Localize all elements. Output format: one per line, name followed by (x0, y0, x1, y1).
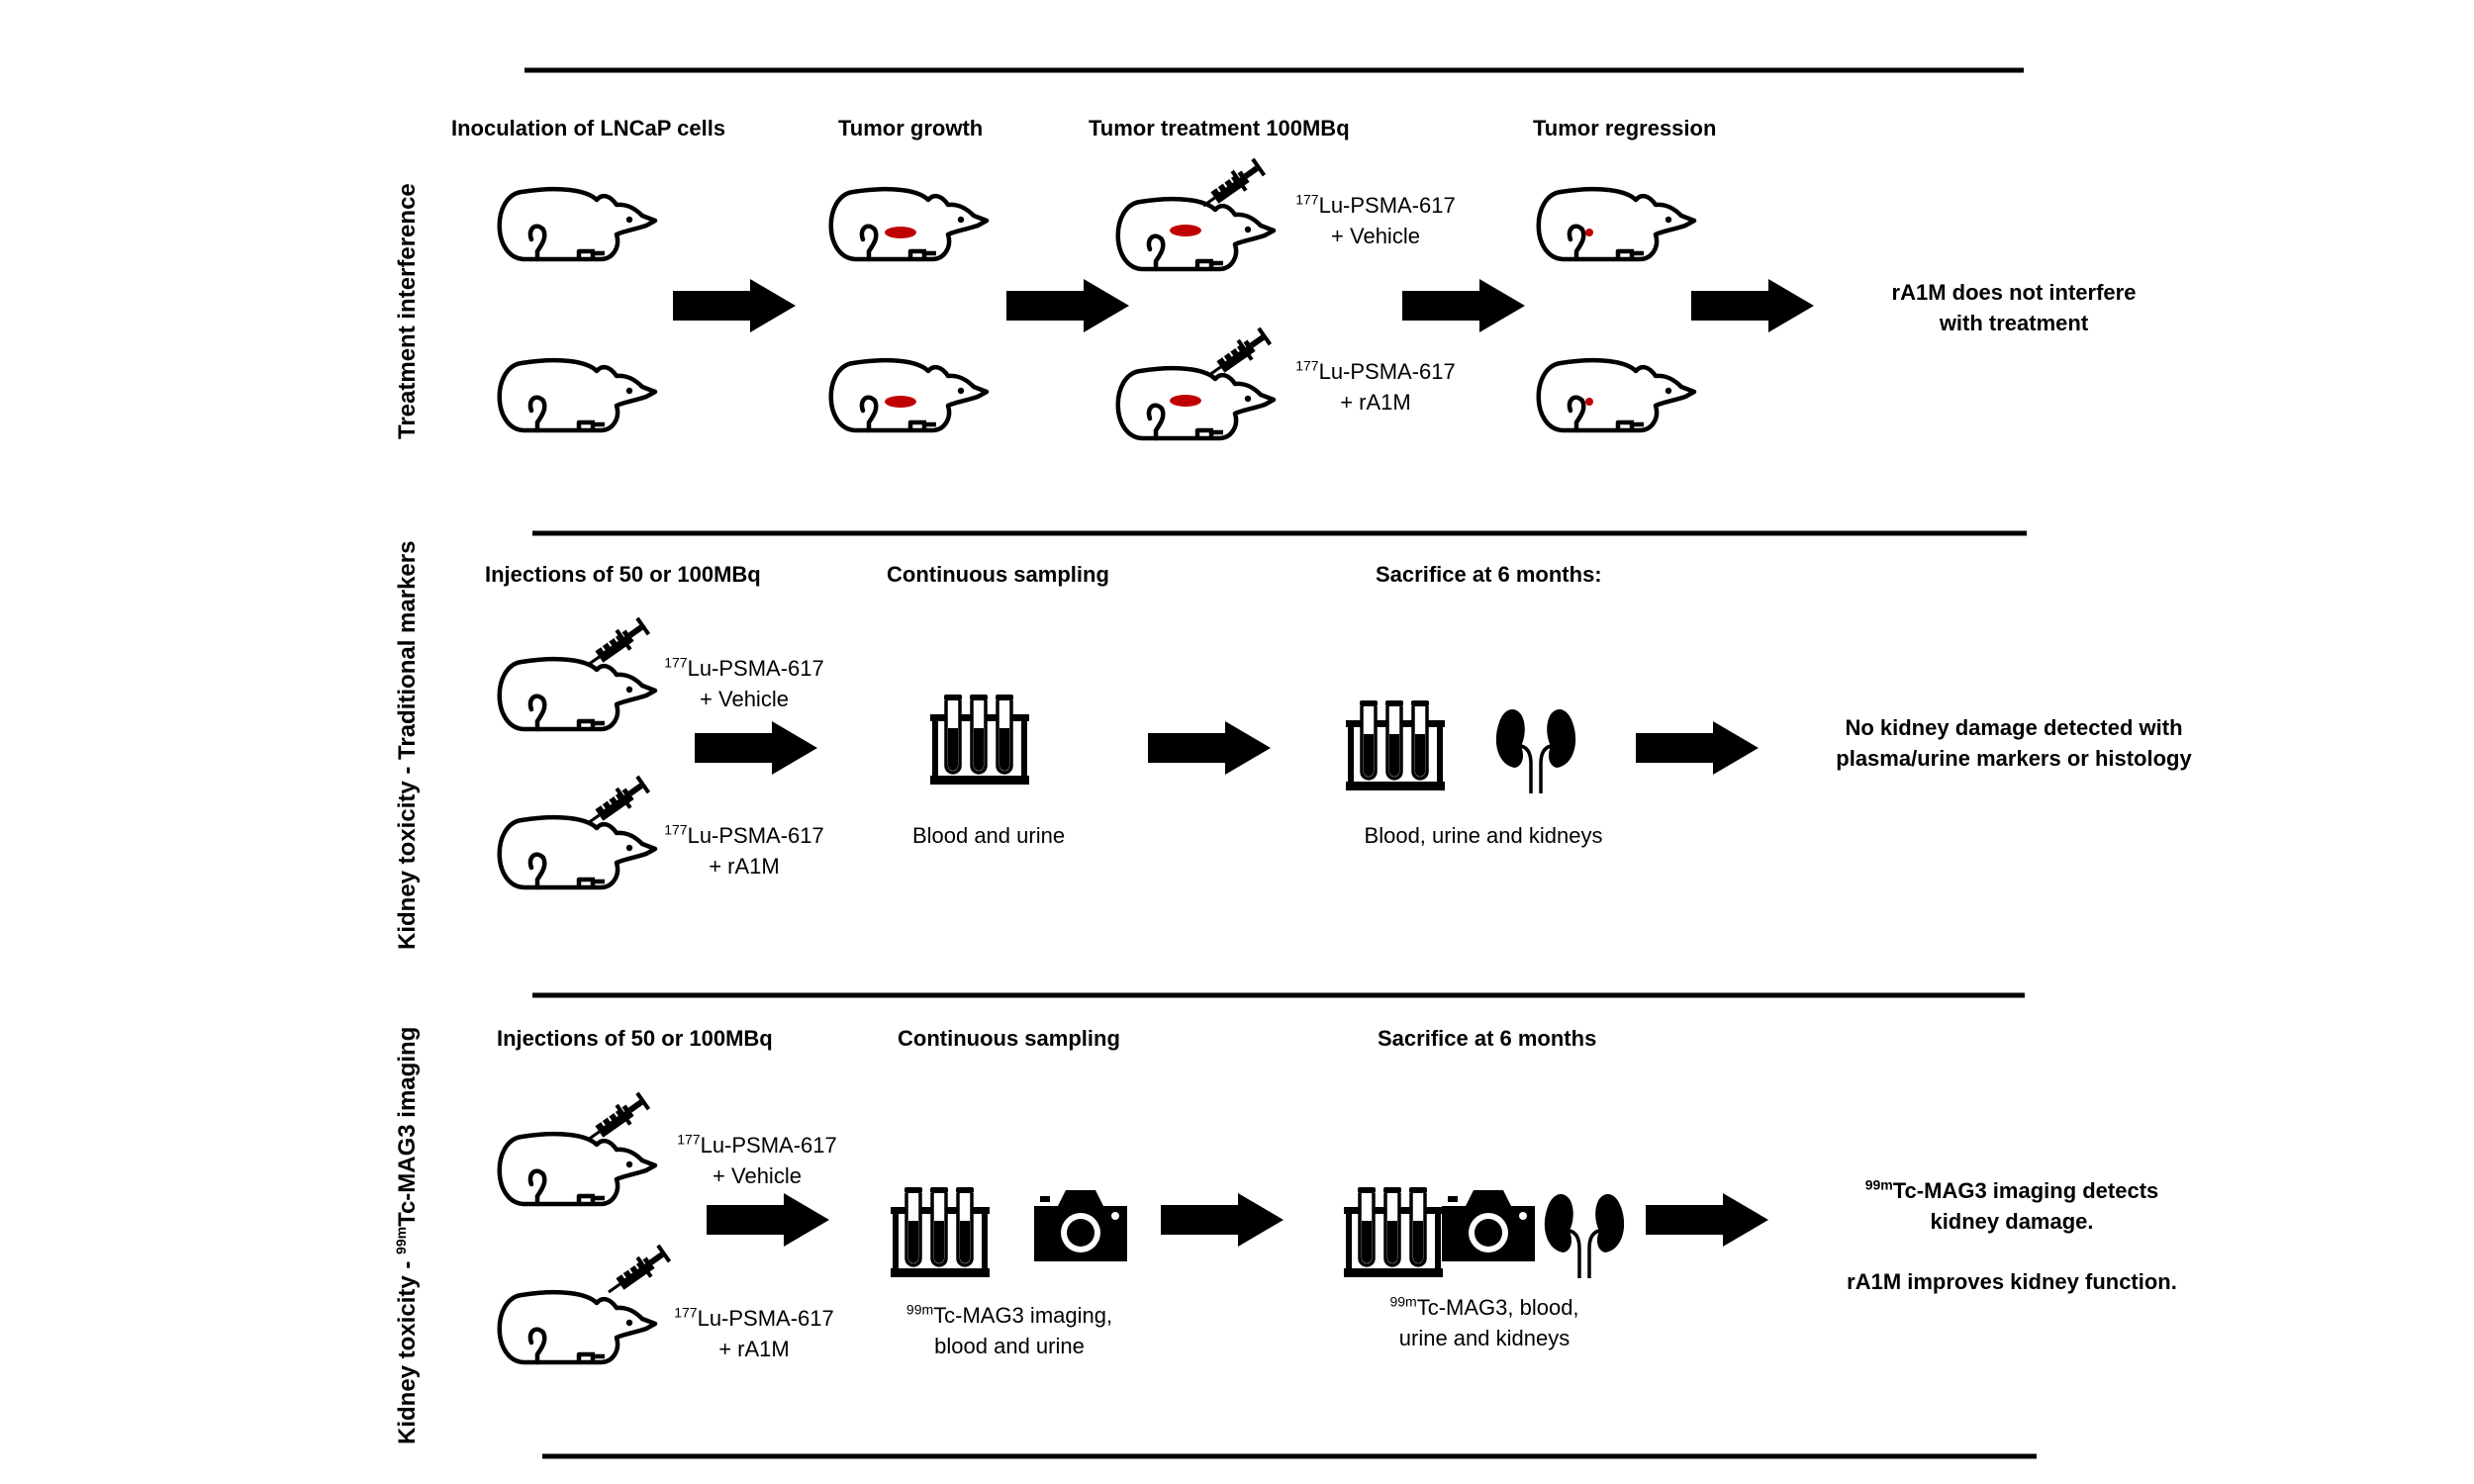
group-label: 177Lu-PSMA-617+ Vehicle (664, 654, 824, 711)
conclusion-text: rA1M improves kidney function. (1847, 1269, 2177, 1294)
arrow-icon (1006, 279, 1129, 332)
arrow-icon (1636, 721, 1759, 775)
mouse-icon (500, 659, 655, 729)
syringe-icon (600, 1241, 674, 1304)
step-heading: Tumor regression (1533, 116, 1717, 140)
arrow-icon (707, 1193, 829, 1247)
step-heading: Tumor growth (838, 116, 984, 140)
test-tubes-icon (928, 693, 1031, 787)
arrow-icon (1691, 279, 1814, 332)
test-tubes-icon (889, 1185, 992, 1279)
mouse-icon (500, 817, 655, 887)
arrow-icon (1148, 721, 1271, 775)
test-tubes-icon (1342, 1185, 1445, 1279)
tumor-mark (885, 227, 916, 238)
mouse-icon (831, 360, 987, 430)
arrow-icon (1161, 1193, 1284, 1247)
arrow-icon (1402, 279, 1525, 332)
kidneys-icon (1543, 1192, 1626, 1280)
row-label: Kidney toxicity - 99mTc-MAG3 imaging (393, 1026, 421, 1444)
samples-caption: 99mTc-MAG3 imaging,blood and urine (905, 1301, 1113, 1358)
sacrifice-caption: 99mTc-MAG3, blood,urine and kidneys (1389, 1293, 1579, 1350)
mouse-icon (1539, 189, 1694, 259)
group-label: 177Lu-PSMA-617+ rA1M (1295, 357, 1456, 415)
step-heading: Continuous sampling (887, 562, 1109, 587)
group-label: 177Lu-PSMA-617+ rA1M (674, 1304, 834, 1361)
step-heading: Tumor treatment 100MBq (1089, 116, 1350, 140)
camera-icon (1034, 1190, 1127, 1261)
tumor-mark (1170, 225, 1201, 236)
samples-caption: Blood and urine (911, 823, 1066, 848)
test-tubes-icon (1344, 698, 1447, 792)
step-heading: Sacrifice at 6 months: (1376, 562, 1602, 587)
step-heading: Inoculation of LNCaP cells (451, 116, 726, 140)
arrow-icon (1646, 1193, 1768, 1247)
mouse-icon (500, 189, 655, 259)
step-heading: Injections of 50 or 100MBq (497, 1026, 773, 1051)
mouse-icon (1539, 360, 1694, 430)
tumor-mark (1585, 398, 1593, 406)
tumor-mark (885, 396, 916, 408)
group-label: 177Lu-PSMA-617+ Vehicle (677, 1131, 837, 1188)
mouse-icon (500, 1134, 655, 1204)
group-label: 177Lu-PSMA-617+ rA1M (664, 821, 824, 879)
tumor-mark (1170, 395, 1201, 407)
tumor-mark (1585, 229, 1593, 236)
mouse-icon (500, 360, 655, 430)
step-heading: Continuous sampling (898, 1026, 1120, 1051)
mouse-icon (831, 189, 987, 259)
kidneys-icon (1494, 707, 1577, 795)
group-label: 177Lu-PSMA-617+ Vehicle (1295, 191, 1456, 248)
sacrifice-caption: Blood, urine and kidneys (1364, 823, 1603, 848)
camera-icon (1442, 1190, 1535, 1261)
mouse-icon (500, 1292, 655, 1362)
row-label: Treatment interference (394, 183, 421, 439)
arrow-icon (673, 279, 796, 332)
row-label: Kidney toxicity - Traditional markers (394, 540, 421, 950)
arrow-icon (695, 721, 817, 775)
step-heading: Injections of 50 or 100MBq (485, 562, 761, 587)
step-heading: Sacrifice at 6 months (1378, 1026, 1597, 1051)
